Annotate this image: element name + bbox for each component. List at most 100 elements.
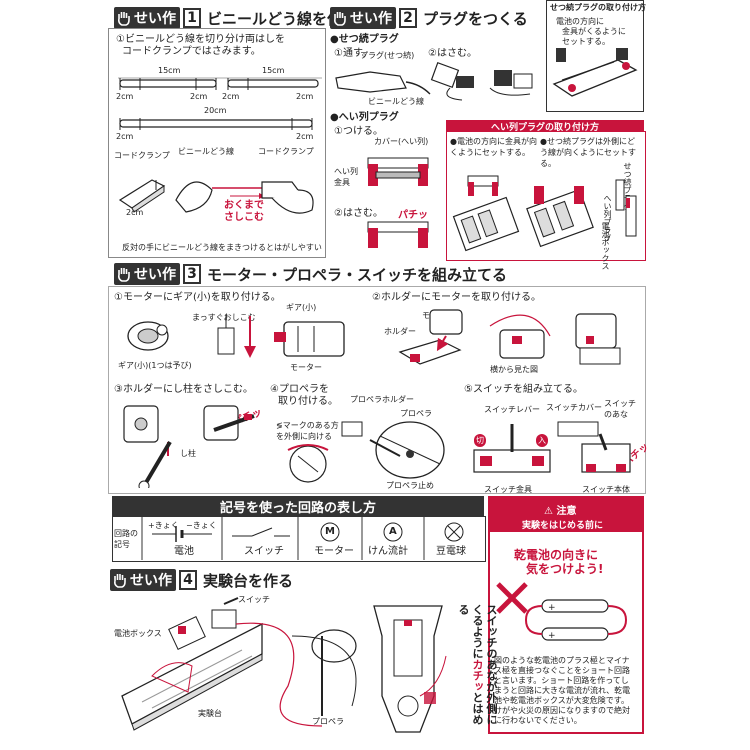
side-view-label: 横から見た図 xyxy=(490,365,538,374)
parallel-band: へい列プラグの取り付け方 xyxy=(446,120,644,133)
section2-badge-label: せい作 xyxy=(350,11,392,27)
parallel-note-a: ●電池の方向に金具が向くようにセットする。 xyxy=(450,137,537,157)
section1-header: せい作 1 ビニールどう線を作る xyxy=(114,6,357,30)
hand-icon xyxy=(114,574,126,588)
section1-frame xyxy=(108,28,326,258)
push-in-label-2: さしこむ xyxy=(224,212,264,223)
clamp-illustration xyxy=(118,179,314,214)
section3-frame xyxy=(108,286,646,494)
section3-header: せい作 3 モーター・プロペラ・スイッチを組み立てる xyxy=(114,262,507,286)
circuit-symbol-row-label: 回路の記号 xyxy=(114,529,138,549)
section4-note2: くるように xyxy=(471,604,484,659)
symbols-title: 記号を使った回路の表し方 xyxy=(112,496,484,516)
on-label: 入 xyxy=(536,434,548,447)
holder-label: ホルダー xyxy=(384,327,416,336)
vinyl-wire-caption: ビニールどう線 xyxy=(368,97,424,106)
symbol-battery: 電池 xyxy=(174,546,194,557)
section1-title: ビニールどう線を作る xyxy=(207,9,358,28)
switch-caption: スイッチ xyxy=(238,595,270,604)
s3-step3: ③ホルダーにし柱をさしこむ。 xyxy=(114,384,253,395)
length-2cm-d: 2cm xyxy=(296,92,314,101)
length-15cm-b: 15cm xyxy=(262,66,285,75)
length-2cm-b: 2cm xyxy=(190,92,208,101)
length-2cm-a: 2cm xyxy=(116,92,134,101)
switch-cover-label: スイッチカバー xyxy=(546,403,602,412)
parallel-plug-heading: ●へい列プラグ xyxy=(330,112,399,123)
gear-label: ギア(小) xyxy=(286,303,317,312)
section1-step1: ①ビニールどう線を切り分け両はしを xyxy=(116,34,285,45)
side-plug-illustration xyxy=(615,179,637,237)
hand-icon xyxy=(118,12,130,26)
s3-step4b: 取り付ける。 xyxy=(278,396,338,407)
gear-spare-label: ギア(小)(1つは予び) xyxy=(118,361,192,370)
parallel-box xyxy=(446,131,646,261)
pillar-label: し柱 xyxy=(180,449,196,458)
straight-push-label: まっすぐおしこむ xyxy=(192,313,256,322)
hand-icon xyxy=(118,268,130,282)
gear-motor-illustration xyxy=(127,314,345,358)
series-box-note2: 金具がくるように xyxy=(562,27,626,36)
svg-text:+: + xyxy=(548,603,556,613)
switch-body-label: スイッチ本体 xyxy=(582,485,630,494)
vertical-battery-box: 電池ボックス xyxy=(601,222,610,270)
symbols-table xyxy=(112,516,486,562)
short-circuit-illustration: + + xyxy=(496,582,628,641)
vinyl-wire-label: ビニールどう線 xyxy=(178,147,234,156)
section1-step1b: コードクランプではさみます。 xyxy=(122,46,261,57)
experiment-table-illustration xyxy=(121,597,357,731)
snap-label: パチッ xyxy=(398,210,428,221)
section3-title: モーター・プロペラ・スイッチを組み立てる xyxy=(207,265,508,284)
pillar-illustration xyxy=(123,405,255,488)
cover-label: カバー(へい列) xyxy=(374,137,429,146)
parallel-step2: ②はさむ。 xyxy=(334,208,383,219)
plus-pole-label: +きょく xyxy=(148,521,179,530)
section2-header: せい作 2 プラグをつくる xyxy=(330,6,528,30)
caution-header-bg xyxy=(488,496,644,532)
length-2cm-g: 2cm xyxy=(126,208,144,217)
metal-label: へい列金具 xyxy=(334,167,358,187)
s3-step1: ①モーターにギア(小)を取り付ける。 xyxy=(114,292,281,303)
vertical-parallel-plug: へい列プラグ xyxy=(603,194,612,242)
warning-icon: ⚠ xyxy=(544,506,553,517)
symbol-ammeter: けん流計 xyxy=(368,546,408,557)
s3-step5: ⑤スイッチを組み立てる。 xyxy=(464,384,583,395)
length-2cm-c: 2cm xyxy=(222,92,240,101)
series-plug-heading: ●せつ続プラグ xyxy=(330,34,399,45)
section4-number: 4 xyxy=(179,570,197,590)
motor-label: モーター xyxy=(290,363,322,372)
experiment-table-top-view xyxy=(373,605,447,733)
prop-stop-label: プロペラ止め xyxy=(386,481,434,490)
svg-text:+: + xyxy=(548,631,556,641)
length-2cm-e: 2cm xyxy=(116,132,134,141)
push-in-label: おくまで xyxy=(224,200,264,211)
holder-motor-illustration xyxy=(398,309,621,365)
mark-label: ≶マークのある方を外側に向ける xyxy=(276,421,339,441)
section4-note1: スイッチのあなが外側に xyxy=(485,604,498,725)
parallel-plug-steps-illustration xyxy=(452,175,594,252)
series-step2: ②はさむ。 xyxy=(428,48,477,59)
switch-hole-label: スイッチのあな xyxy=(604,399,636,419)
series-step1: ①通す。 xyxy=(334,48,372,59)
parallel-plug-illustration-2 xyxy=(367,221,429,248)
section2-title: プラグをつくる xyxy=(423,9,528,28)
series-plug-illustration xyxy=(335,62,533,101)
off-label: 切 xyxy=(474,434,486,447)
switch-metal-label: スイッチ金具 xyxy=(484,485,532,494)
vertical-series-plug: せつ続プラグ xyxy=(623,162,632,210)
prop-label: プロペラ xyxy=(400,409,432,418)
section1-badge: せい作 xyxy=(114,7,180,29)
section2-number: 2 xyxy=(399,8,417,28)
minus-pole-label: −きょく xyxy=(186,521,217,530)
caution-body: 図のような乾電池のプラス極とマイナス極を直接つなぐことをショート回路と言います。… xyxy=(494,656,631,725)
hand-icon xyxy=(334,12,346,26)
length-2cm-f: 2cm xyxy=(296,132,314,141)
prop-holder-label: プロペラホルダー xyxy=(350,395,414,404)
ammeter-symbol-letter: A xyxy=(389,526,397,537)
parallel-plug-illustration-1 xyxy=(367,157,429,186)
section4-note3: カチッ xyxy=(471,659,484,692)
series-box-title: せつ続プラグの取り付け方 xyxy=(550,3,646,12)
caution-head-label: 注意 xyxy=(556,506,577,517)
caution-band: 実験をはじめる前に xyxy=(522,521,604,531)
section4-badge-label: せい作 xyxy=(130,573,172,589)
symbol-switch: スイッチ xyxy=(244,546,284,557)
